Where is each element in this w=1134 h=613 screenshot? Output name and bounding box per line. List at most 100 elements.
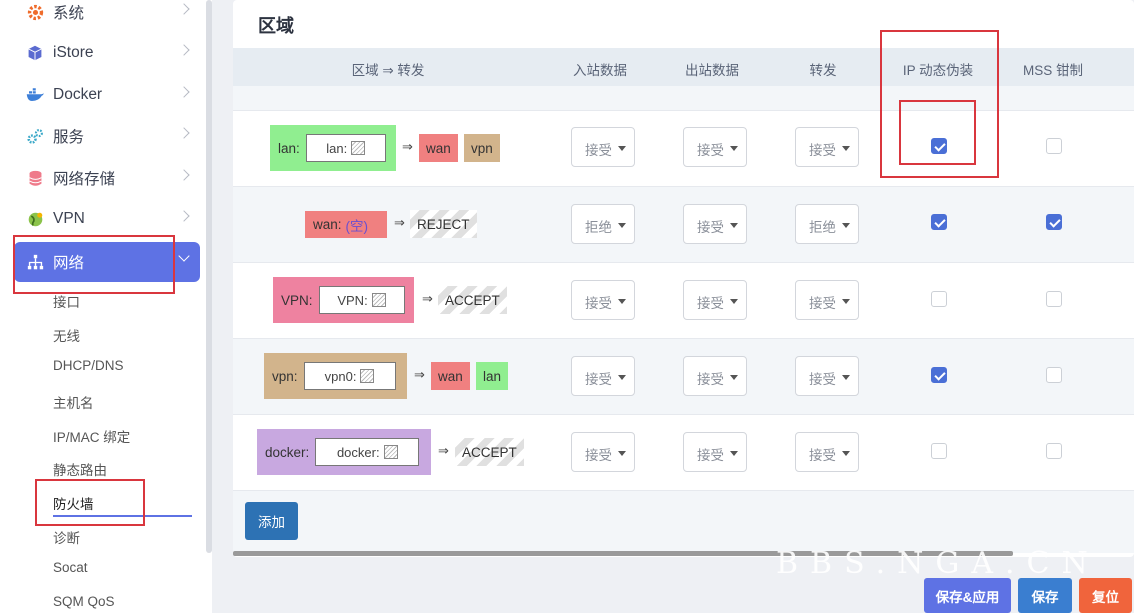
output-policy-select[interactable]: 接受 <box>683 127 747 167</box>
zone-badge-vpn-upper[interactable]: VPN: VPN: <box>273 277 414 323</box>
forward-policy-select[interactable]: 接受 <box>795 127 859 167</box>
reset-button[interactable]: 复位 <box>1079 578 1132 613</box>
mss-clamping-checkbox[interactable] <box>1046 138 1062 154</box>
masquerading-checkbox[interactable] <box>931 214 947 230</box>
network-sitemap-icon <box>26 253 44 271</box>
forward-arrow: ⇒ <box>438 443 449 458</box>
output-policy-select[interactable]: 接受 <box>683 356 747 396</box>
caret-down-icon <box>842 299 850 304</box>
network-name: docker: <box>336 444 380 460</box>
sidebar-item-network[interactable]: 网络 <box>14 242 200 282</box>
output-policy-select[interactable]: 接受 <box>683 432 747 472</box>
globe-icon <box>26 210 44 228</box>
sidebar-scrollbar[interactable] <box>206 0 212 553</box>
horizontal-scrollbar[interactable] <box>233 551 1013 556</box>
sidebar-subitem-interfaces[interactable]: 接口 <box>53 295 80 310</box>
sidebar-item-docker[interactable]: Docker <box>14 75 200 115</box>
chevron-down-icon <box>178 250 190 262</box>
network-device-icon <box>383 445 398 459</box>
sidebar-subitem-dhcp-dns[interactable]: DHCP/DNS <box>53 358 124 373</box>
zone-empty-note: (空) <box>345 218 369 234</box>
input-policy-select[interactable]: 接受 <box>571 127 635 167</box>
sidebar-subitem-socat[interactable]: Socat <box>53 560 88 575</box>
zone-name: lan: <box>278 140 300 156</box>
column-header-zone-forward: 区域 ⇒ 转发 <box>351 63 425 78</box>
network-name: lan: <box>326 140 348 156</box>
input-policy-select[interactable]: 接受 <box>571 280 635 320</box>
masquerading-checkbox[interactable] <box>931 138 947 154</box>
docker-whale-icon <box>26 86 44 104</box>
column-header-mss-clamping: MSS 钳制 <box>1022 63 1083 78</box>
sidebar-item-services[interactable]: 服务 <box>14 116 200 156</box>
zone-badge-wan[interactable]: wan: (空) <box>305 211 387 238</box>
table-row: lan: lan: ⇒ wan vpn 接受 接受 接受 <box>233 111 1134 187</box>
sidebar-item-vpn[interactable]: VPN <box>14 199 200 239</box>
sidebar-item-label: 服务 <box>53 129 85 146</box>
zone-networks-box: vpn0: <box>303 362 396 390</box>
input-policy-select[interactable]: 拒绝 <box>571 204 635 244</box>
save-button[interactable]: 保存 <box>1018 578 1072 613</box>
input-policy-select[interactable]: 接受 <box>571 356 635 396</box>
zone-badge-vpn[interactable]: vpn: vpn0: <box>264 353 407 399</box>
caret-down-icon <box>730 146 738 151</box>
table-row: wan: (空) ⇒ REJECT 拒绝 接受 拒绝 <box>233 187 1134 263</box>
network-device-icon <box>371 293 386 307</box>
input-policy-select[interactable]: 接受 <box>571 432 635 472</box>
forward-target-wan: wan <box>419 134 458 162</box>
column-header-forward: 转发 <box>809 63 837 78</box>
add-zone-button[interactable]: 添加 <box>245 502 298 540</box>
sidebar-item-label: iStore <box>53 44 94 61</box>
caret-down-icon <box>842 375 850 380</box>
column-header-input: 入站数据 <box>573 63 627 78</box>
sidebar-item-network-storage[interactable]: 网络存储 <box>14 158 200 198</box>
annotation-box-masq-column <box>880 30 999 178</box>
annotation-box-masq-checkbox <box>899 100 976 165</box>
forward-policy-select[interactable]: 接受 <box>795 432 859 472</box>
caret-down-icon <box>618 451 626 456</box>
table-row: VPN: VPN: ⇒ ACCEPT 接受 接受 接受 <box>233 263 1134 339</box>
zone-name: VPN: <box>281 292 313 308</box>
forward-target-vpn: vpn <box>464 134 500 162</box>
mss-clamping-checkbox[interactable] <box>1046 291 1062 307</box>
table-header: 区域 ⇒ 转发 入站数据 出站数据 转发 IP 动态伪装 MSS 钳制 <box>233 48 1134 86</box>
zone-networks-box: docker: <box>315 438 420 466</box>
caret-down-icon <box>730 375 738 380</box>
zone-name: wan: <box>313 217 342 232</box>
caret-down-icon <box>730 451 738 456</box>
mss-clamping-checkbox[interactable] <box>1046 214 1062 230</box>
masquerading-checkbox[interactable] <box>931 443 947 459</box>
sidebar-subitem-wireless[interactable]: 无线 <box>53 329 80 344</box>
sidebar-item-system[interactable]: 系统 <box>14 0 200 32</box>
caret-down-icon <box>618 223 626 228</box>
table-spacer-row <box>233 86 1134 111</box>
save-apply-button[interactable]: 保存&应用 <box>924 578 1011 613</box>
forward-policy-select[interactable]: 接受 <box>795 280 859 320</box>
sidebar-subitem-static-routes[interactable]: 静态路由 <box>53 463 107 478</box>
output-policy-select[interactable]: 接受 <box>683 280 747 320</box>
chevron-right-icon <box>178 44 190 56</box>
forward-arrow: ⇒ <box>394 215 405 230</box>
forward-policy-select[interactable]: 拒绝 <box>795 204 859 244</box>
caret-down-icon <box>730 299 738 304</box>
sidebar-subitem-sqm-qos[interactable]: SQM QoS <box>53 594 115 609</box>
mss-clamping-checkbox[interactable] <box>1046 443 1062 459</box>
chevron-right-icon <box>178 86 190 98</box>
forward-policy-select[interactable]: 接受 <box>795 356 859 396</box>
zone-badge-docker[interactable]: docker: docker: <box>257 429 431 475</box>
masquerading-checkbox[interactable] <box>931 367 947 383</box>
sidebar-item-istore[interactable]: iStore <box>14 33 200 73</box>
masquerading-checkbox[interactable] <box>931 291 947 307</box>
sidebar-subitem-hostnames[interactable]: 主机名 <box>53 396 94 411</box>
chevron-right-icon <box>178 127 190 139</box>
sidebar-subitem-firewall[interactable]: 防火墙 <box>53 497 94 512</box>
sidebar-subitem-ip-mac-binding[interactable]: IP/MAC 绑定 <box>53 430 131 445</box>
column-header-masquerading: IP 动态伪装 <box>902 63 974 78</box>
mss-clamping-checkbox[interactable] <box>1046 367 1062 383</box>
table-row: docker: docker: ⇒ ACCEPT 接受 接受 接受 <box>233 415 1134 491</box>
sidebar-item-label: 网络 <box>53 255 85 272</box>
sidebar-subitem-diagnostics[interactable]: 诊断 <box>53 531 80 546</box>
caret-down-icon <box>618 146 626 151</box>
sidebar-item-label: Docker <box>53 86 103 103</box>
zone-badge-lan[interactable]: lan: lan: <box>270 125 396 171</box>
output-policy-select[interactable]: 接受 <box>683 204 747 244</box>
